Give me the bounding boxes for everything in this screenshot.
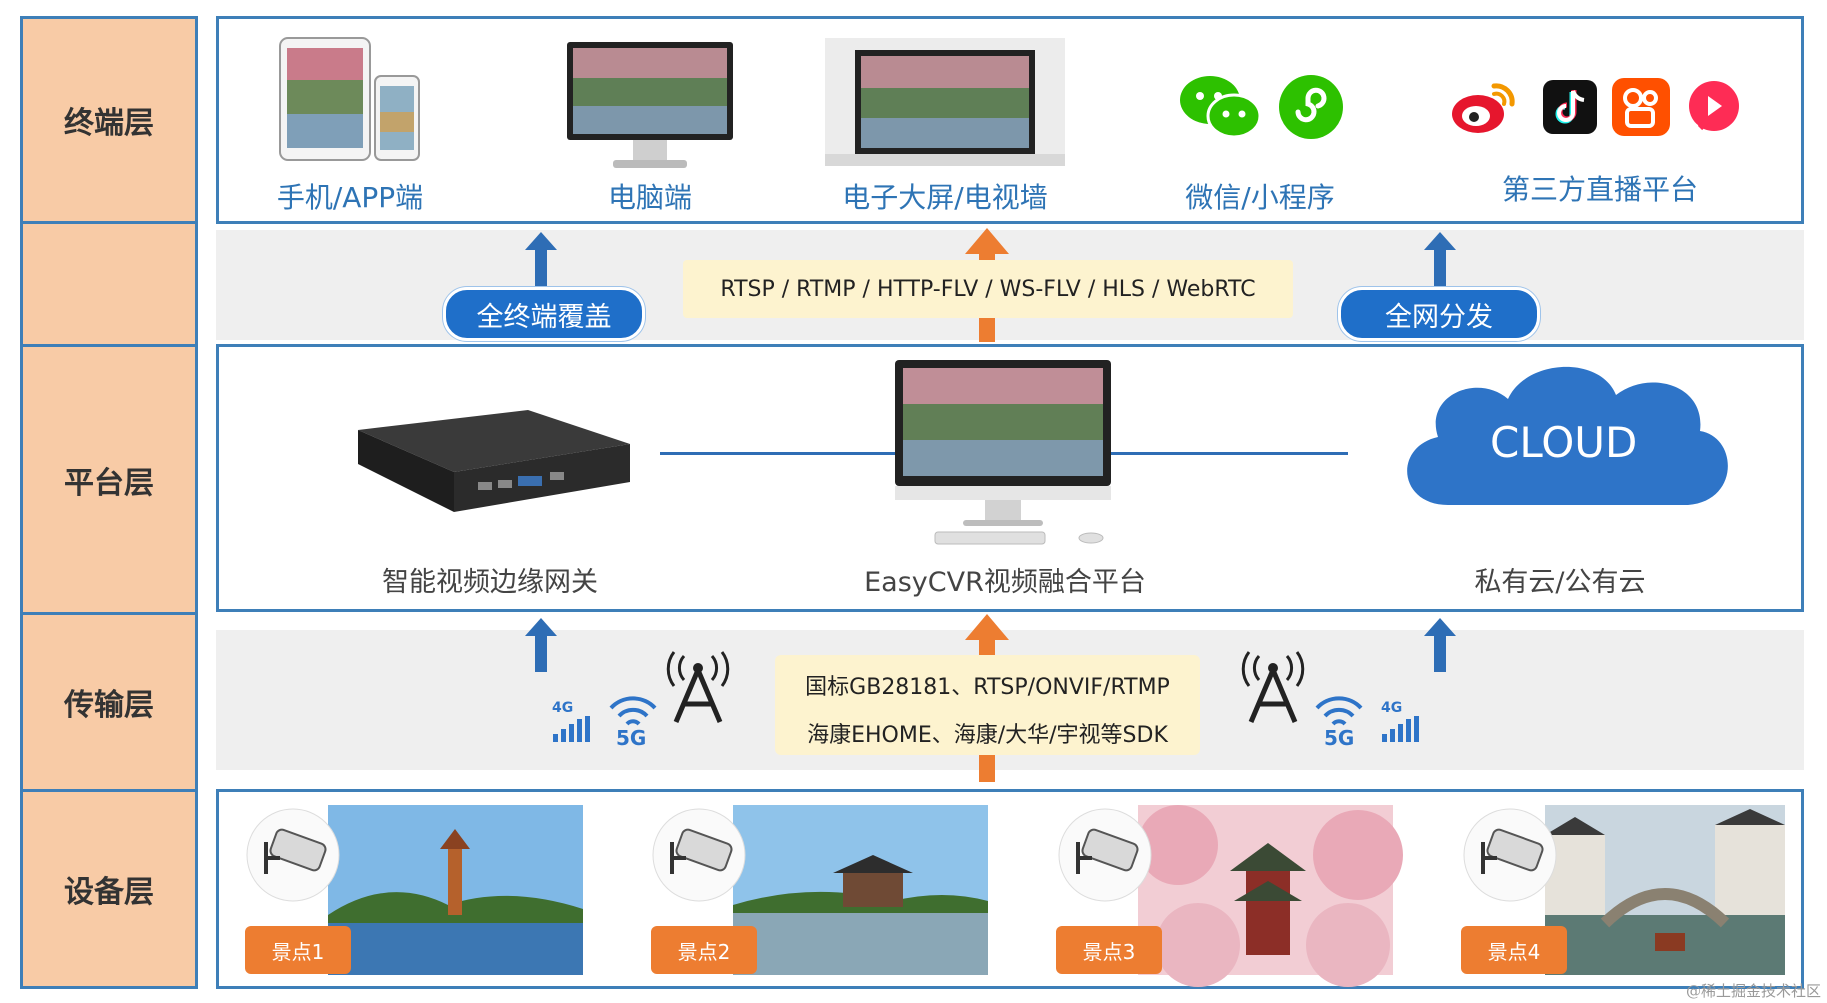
- terminal-mobile-label: 手机/APP端: [276, 181, 424, 214]
- badge-5g-right: 5G: [1324, 726, 1355, 750]
- video-wall-icon: [825, 38, 1065, 166]
- desktop-monitor-icon: [567, 42, 733, 168]
- badge-4g-left: 4G: [552, 700, 574, 716]
- badge-5g-left: 5G: [616, 726, 647, 750]
- mini-program-icon: [1279, 75, 1343, 139]
- transport-protocols-line1: 国标GB28181、RTSP/ONVIF/RTMP: [805, 675, 1170, 700]
- camera-3-icon: [1058, 808, 1152, 902]
- watermark: @稀土掘金技术社区: [1685, 982, 1821, 1000]
- layer-distribution: [20, 221, 198, 347]
- all-terminal-coverage-pill: 全终端覆盖: [443, 287, 645, 341]
- spot-1-label: 景点1: [245, 926, 351, 974]
- transport-protocols: 国标GB28181、RTSP/ONVIF/RTMP 海康EHOME、海康/大华/…: [775, 655, 1200, 755]
- cloud-icon: [1407, 366, 1728, 505]
- layer-device: 设备层: [20, 789, 198, 989]
- up-arrow-left-icon: [525, 232, 557, 288]
- terminal-wechat-label: 微信/小程序: [1185, 181, 1335, 214]
- douyin-icon: [1543, 80, 1597, 134]
- terminal-screen-label: 电子大屏/电视墙: [842, 181, 1048, 214]
- up-arrow-transport-right-icon: [1424, 618, 1456, 672]
- up-arrow-right-icon: [1424, 232, 1456, 288]
- wifi-5g-right-icon: [1315, 696, 1363, 726]
- signal-bars-right-icon: [1382, 716, 1419, 742]
- camera-2-icon: [652, 808, 746, 902]
- terminal-pc-label: 电脑端: [607, 181, 692, 214]
- weibo-icon: [1452, 83, 1515, 133]
- network-distribution-pill: 全网分发: [1338, 287, 1540, 341]
- kuaishou-icon: [1612, 78, 1670, 136]
- cell-tower-left-icon: [666, 651, 730, 723]
- edge-gateway-label: 智能视频边缘网关: [382, 567, 598, 598]
- wifi-5g-left-icon: [609, 696, 657, 726]
- cell-tower-right-icon: [1241, 651, 1305, 723]
- cloud-text: CLOUD: [1490, 418, 1638, 467]
- scenic-photo-4: [1545, 805, 1785, 975]
- spot-3-label: 景点3: [1056, 926, 1162, 974]
- terminal-third-party-label: 第三方直播平台: [1501, 173, 1698, 206]
- transport-protocols-line2: 海康EHOME、海康/大华/宇视等SDK: [807, 723, 1168, 748]
- spot-4-label: 景点4: [1461, 926, 1567, 974]
- edge-gateway-icon: [358, 410, 630, 512]
- layer-terminal: 终端层: [20, 16, 198, 224]
- up-arrow-transport-left-icon: [525, 618, 557, 672]
- scenic-photo-2: [733, 805, 988, 975]
- camera-1-icon: [246, 808, 340, 902]
- cloud-label: 私有云/公有云: [1474, 567, 1646, 598]
- layer-transport: 传输层: [20, 612, 198, 792]
- distribution-protocols: RTSP / RTMP / HTTP-FLV / WS-FLV / HLS / …: [683, 260, 1293, 318]
- spot-2-label: 景点2: [651, 926, 757, 974]
- signal-bars-left-icon: [553, 716, 590, 742]
- badge-4g-right: 4G: [1381, 700, 1403, 716]
- live-play-icon: [1689, 81, 1739, 131]
- tablet-phone-icon: [279, 37, 420, 161]
- easycvr-label: EasyCVR视频融合平台: [864, 567, 1146, 598]
- layer-platform: 平台层: [20, 344, 198, 615]
- easycvr-monitor-icon: [895, 360, 1111, 545]
- camera-4-icon: [1463, 808, 1557, 902]
- scenic-photo-3: [1138, 805, 1403, 987]
- wechat-icon: [1180, 76, 1262, 139]
- scenic-photo-1: [328, 805, 583, 975]
